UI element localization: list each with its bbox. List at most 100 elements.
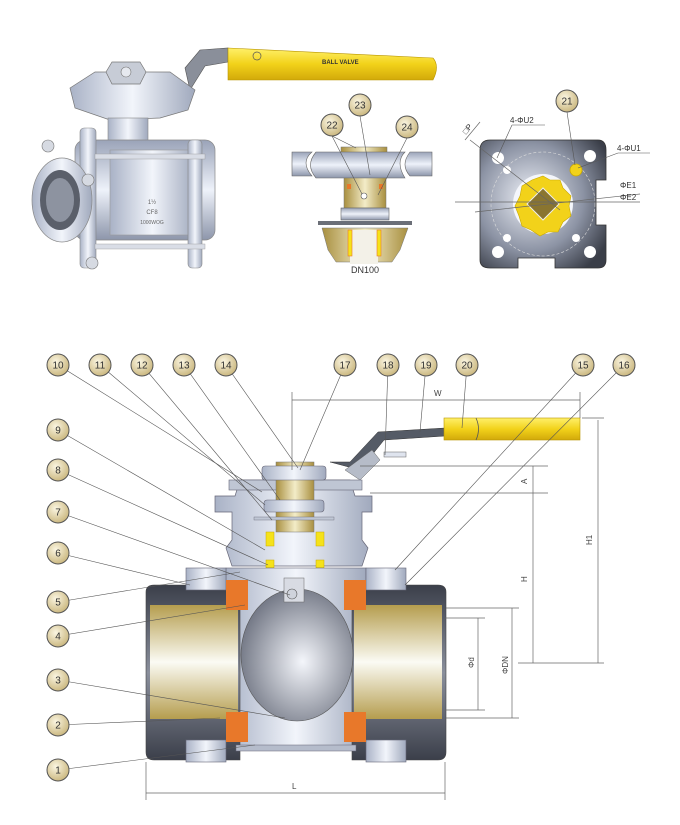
callout-circle xyxy=(395,115,419,139)
dim-l: L xyxy=(292,782,297,791)
leader-line-10 xyxy=(57,364,263,493)
callout-20: 20 xyxy=(455,353,479,377)
callout-22: 22 xyxy=(320,113,344,137)
stem-detail: DN100 xyxy=(291,115,433,275)
callout-number: 11 xyxy=(95,361,106,372)
callout-10: 10 xyxy=(46,353,70,377)
callout-1: 1 xyxy=(46,758,70,782)
callout-number: 21 xyxy=(561,97,573,108)
callout-circle xyxy=(88,353,112,377)
callout-number: 19 xyxy=(420,361,432,372)
callout-circle xyxy=(46,458,70,482)
callout-circle xyxy=(214,353,238,377)
photo-handle-text: BALL VALVE xyxy=(322,60,359,66)
callout-24: 24 xyxy=(395,115,419,139)
stem-detail-caption: DN100 xyxy=(351,265,379,275)
leader-line-2 xyxy=(57,717,221,726)
callout-number: 15 xyxy=(577,361,589,372)
callout-number: 12 xyxy=(136,361,148,372)
leader-line-4 xyxy=(57,604,246,637)
callout-circle xyxy=(414,353,438,377)
callout-number: 6 xyxy=(55,549,61,560)
callout-number: 24 xyxy=(401,123,413,134)
callout-circle xyxy=(46,668,70,692)
callout-circle xyxy=(612,353,636,377)
callout-circle xyxy=(320,113,344,137)
dim-w: W xyxy=(434,389,442,398)
callout-number: 22 xyxy=(326,121,338,132)
callout-number: 3 xyxy=(55,676,61,687)
callout-circle xyxy=(46,541,70,565)
label-4-u1: 4-ΦU1 xyxy=(617,144,641,153)
leader-line-12 xyxy=(141,364,273,521)
leader-line-11 xyxy=(99,364,266,506)
callout-circle xyxy=(46,500,70,524)
callout-number: 9 xyxy=(55,426,61,437)
callout-18: 18 xyxy=(376,353,400,377)
callout-2: 2 xyxy=(46,713,70,737)
callout-6: 6 xyxy=(46,541,70,565)
leader-line-6 xyxy=(57,552,191,586)
callout-4: 4 xyxy=(46,624,70,648)
callout-number: 10 xyxy=(52,361,64,372)
flange-detail: □P 4-ΦU2 4-ΦU1 ΦE1 ΦE2 xyxy=(455,111,650,269)
leader-line-9 xyxy=(57,429,266,551)
callout-number: 17 xyxy=(339,361,351,372)
callout-21: 21 xyxy=(555,89,579,113)
callout-circle xyxy=(333,353,357,377)
callout-circle xyxy=(46,713,70,737)
callout-circle xyxy=(46,418,70,442)
leader-line-5 xyxy=(57,571,241,603)
callout-number: 8 xyxy=(55,466,61,477)
valve-section xyxy=(145,417,581,763)
leader-line-15 xyxy=(394,364,584,571)
callout-number: 2 xyxy=(55,721,61,732)
callout-circle xyxy=(46,624,70,648)
callout-14: 14 xyxy=(214,353,238,377)
leader-line-17 xyxy=(299,364,346,471)
callout-circle xyxy=(376,353,400,377)
callout-8: 8 xyxy=(46,458,70,482)
callout-circle xyxy=(172,353,196,377)
callout-15: 15 xyxy=(571,353,595,377)
callout-circle xyxy=(46,590,70,614)
label-e2: ΦE2 xyxy=(620,193,637,202)
callout-12: 12 xyxy=(130,353,154,377)
callout-19: 19 xyxy=(414,353,438,377)
callout-circle xyxy=(46,353,70,377)
dim-h: H xyxy=(520,576,529,582)
leader-line-7 xyxy=(57,511,291,596)
callout-number: 7 xyxy=(55,508,61,519)
callout-11: 11 xyxy=(88,353,112,377)
callout-number: 1 xyxy=(55,766,61,777)
photo-marking-size: 1½ xyxy=(148,199,156,206)
callout-9: 9 xyxy=(46,418,70,442)
leader-line-13 xyxy=(183,364,281,501)
valve-photo: BALL VALVE 1½ CF8 1000WOG xyxy=(31,47,437,270)
label-square-p: □P xyxy=(461,122,474,136)
callout-circle xyxy=(455,353,479,377)
leader-line-1 xyxy=(57,744,256,771)
leader-line-3 xyxy=(57,679,286,719)
callout-number: 14 xyxy=(220,361,232,372)
callout-number: 16 xyxy=(618,361,630,372)
dim-d: Φd xyxy=(467,657,476,668)
callout-circle xyxy=(130,353,154,377)
photo-marking-pressure: 1000WOG xyxy=(140,220,164,226)
dimension-lines: W H1 A H Φd ΦDN L xyxy=(145,389,604,800)
callout-13: 13 xyxy=(172,353,196,377)
leader-line-16 xyxy=(404,364,625,586)
callout-number: 20 xyxy=(461,361,473,372)
leader-line-14 xyxy=(225,364,299,469)
callout-circle xyxy=(348,93,372,117)
dim-a: A xyxy=(520,478,529,484)
label-4-u2: 4-ΦU2 xyxy=(510,116,534,125)
callout-23: 23 xyxy=(348,93,372,117)
callout-circle xyxy=(555,89,579,113)
handle-grip xyxy=(443,417,581,441)
callout-number: 13 xyxy=(178,361,190,372)
callout-number: 4 xyxy=(55,632,61,643)
leader-lines xyxy=(57,364,625,771)
